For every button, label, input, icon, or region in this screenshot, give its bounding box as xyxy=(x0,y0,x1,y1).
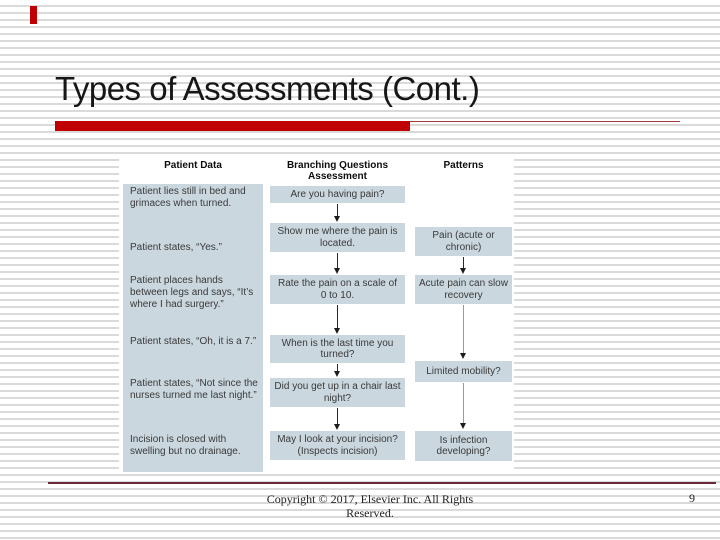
flow-arrow-down xyxy=(460,305,466,359)
column-header-patient-data: Patient Data xyxy=(164,160,222,171)
patient-data-item: Patient lies still in bed and grimaces w… xyxy=(130,186,246,209)
copyright-text: Copyright © 2017, Elsevier Inc. All Righ… xyxy=(230,492,510,520)
slide-title: Types of Assessments (Cont.) xyxy=(55,70,480,107)
flow-arrow-down xyxy=(334,204,340,222)
patient-data-box: Patient lies still in bed and grimaces w… xyxy=(123,184,263,472)
page-number: 9 xyxy=(689,491,695,505)
flow-arrow-down xyxy=(334,408,340,430)
pattern-box-1: Pain (acute or chronic) xyxy=(415,227,512,256)
flow-arrow-down xyxy=(334,305,340,334)
column-header-line2: Assessment xyxy=(308,171,367,182)
footer-divider-line xyxy=(48,482,716,484)
pattern-box-2: Acute pain can slow recovery xyxy=(415,275,512,304)
assessment-flowchart: Patient Data Branching Questions Assessm… xyxy=(119,156,514,473)
red-accent-square xyxy=(30,6,37,24)
question-box-4: When is the last time you turned? xyxy=(270,335,405,363)
question-box-3: Rate the pain on a scale of 0 to 10. xyxy=(270,275,405,304)
question-box-5: Did you get up in a chair last night? xyxy=(270,378,405,407)
copyright-line1: Copyright © 2017, Elsevier Inc. All Righ… xyxy=(266,492,474,506)
patient-data-item: Patient states, “Yes.” xyxy=(130,242,222,253)
pattern-box-4: Is infection developing? xyxy=(415,431,512,461)
title-underline-bar xyxy=(55,121,410,131)
title-underline-thin-line xyxy=(410,121,680,122)
question-box-1: Are you having pain? xyxy=(270,186,405,203)
patient-data-item: Incision is closed with swelling but no … xyxy=(130,434,241,457)
question-box-6: May I look at your incision? (Inspects i… xyxy=(270,431,405,460)
patient-data-item: Patient places hands between legs and sa… xyxy=(130,275,254,310)
column-header-line1: Branching Questions xyxy=(286,160,389,171)
question-box-2: Show me where the pain is located. xyxy=(270,223,405,252)
patient-data-item: Patient states, “Not since the nurses tu… xyxy=(130,378,258,401)
column-header-branching-questions: Branching Questions Assessment xyxy=(270,160,405,182)
flow-arrow-down xyxy=(460,383,466,429)
patient-data-item: Patient states, “Oh, it is a 7.” xyxy=(130,336,257,347)
pattern-box-3: Limited mobility? xyxy=(415,361,512,382)
column-header-patterns: Patterns xyxy=(443,160,484,171)
copyright-line2: Reserved. xyxy=(346,506,394,520)
flow-arrow-down xyxy=(460,257,466,274)
flow-arrow-down xyxy=(334,364,340,377)
flow-arrow-down xyxy=(334,253,340,274)
